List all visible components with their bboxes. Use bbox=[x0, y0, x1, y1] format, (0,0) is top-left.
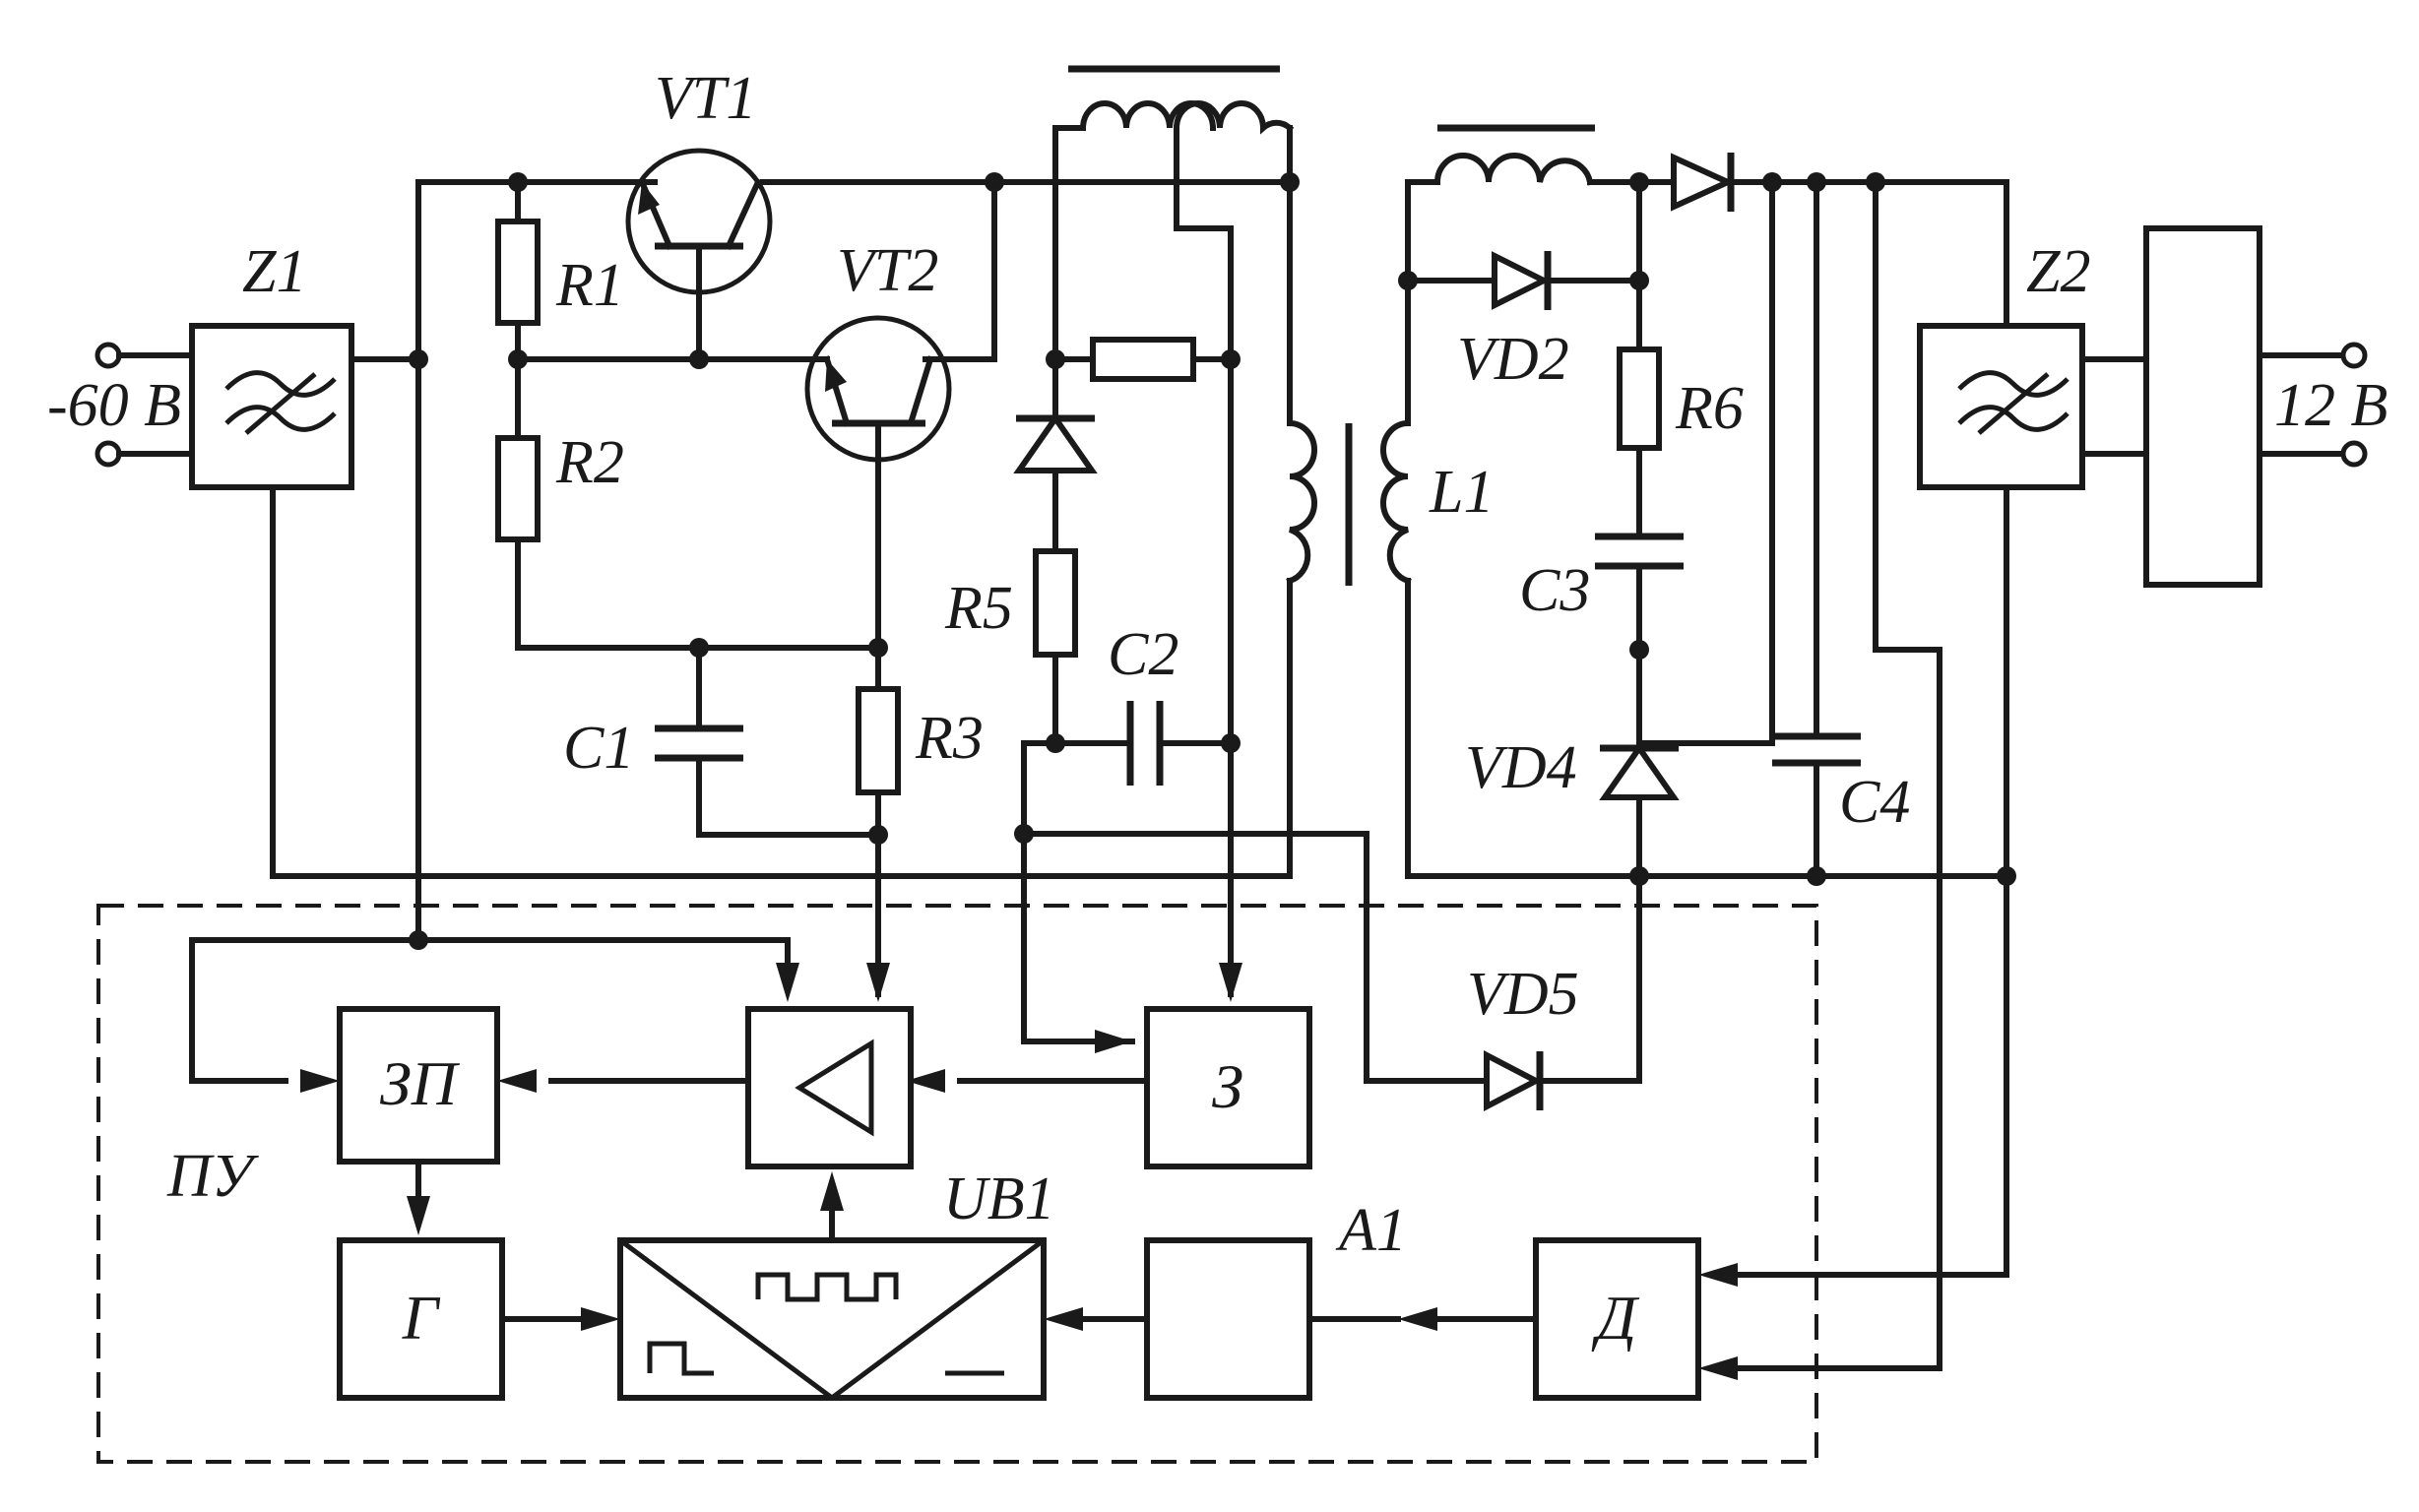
secondary-wiring bbox=[1405, 179, 2009, 1371]
block-g bbox=[337, 1237, 505, 1401]
z1-label: Z1 bbox=[242, 238, 306, 305]
capacitor-c2 bbox=[1126, 701, 1164, 786]
c3-label: C3 bbox=[1519, 557, 1590, 624]
block-g-label: Г bbox=[402, 1283, 441, 1353]
resistor-r5 bbox=[1033, 548, 1078, 658]
block-ub1 bbox=[617, 1237, 1047, 1401]
c1-label: C1 bbox=[563, 715, 634, 782]
pu-label: ПУ bbox=[166, 1143, 260, 1210]
diode-vd5 bbox=[1484, 1050, 1544, 1111]
capacitor-c3 bbox=[1595, 533, 1684, 570]
block-z-label: З bbox=[1212, 1051, 1243, 1121]
block-zp bbox=[337, 1006, 500, 1165]
output-voltage-label: 12 В bbox=[2274, 372, 2387, 439]
capacitor-c4 bbox=[1772, 732, 1861, 767]
transistor-vt1 bbox=[625, 148, 773, 295]
arrowheads bbox=[300, 963, 1738, 1380]
vt1-label: VT1 bbox=[655, 65, 756, 132]
input-terminals bbox=[95, 342, 195, 468]
block-zp-label: ЗП bbox=[380, 1048, 461, 1118]
filter-z1 bbox=[189, 323, 354, 490]
ub1-label: UB1 bbox=[943, 1166, 1055, 1232]
a1-label: A1 bbox=[1335, 1197, 1407, 1264]
output-block bbox=[2143, 225, 2368, 588]
resistor-r1 bbox=[495, 219, 541, 326]
vd5-label: VD5 bbox=[1467, 961, 1579, 1028]
r1-label: R1 bbox=[555, 252, 624, 319]
block-z bbox=[1144, 1006, 1312, 1169]
vt2-label: VT2 bbox=[837, 237, 938, 304]
block-a1 bbox=[1144, 1237, 1401, 1401]
resistor-r3 bbox=[856, 686, 901, 795]
transformer-t1 bbox=[1068, 65, 1412, 586]
capacitor-c1 bbox=[655, 724, 743, 762]
diode-output bbox=[1671, 153, 1736, 212]
z2-label: Z2 bbox=[2026, 238, 2090, 305]
r5-label: R5 bbox=[944, 575, 1013, 642]
diode-vd2 bbox=[1492, 251, 1552, 310]
resistor-r2 bbox=[495, 435, 541, 542]
c2-label: C2 bbox=[1108, 621, 1178, 688]
primary-wiring bbox=[270, 125, 1490, 1084]
r6-label: R6 bbox=[1675, 375, 1744, 442]
block-d-label: Д bbox=[1592, 1283, 1640, 1353]
block-amplifier bbox=[745, 1006, 914, 1169]
filter-z2 bbox=[1917, 323, 2149, 490]
c4-label: C4 bbox=[1839, 769, 1910, 836]
block-d bbox=[1533, 1237, 1701, 1401]
diode-primary bbox=[1013, 356, 1098, 473]
l1-label: L1 bbox=[1429, 459, 1494, 526]
junction-dots-secondary bbox=[1398, 172, 2016, 886]
r2-label: R2 bbox=[555, 429, 624, 496]
input-voltage-label: -60 В bbox=[47, 372, 181, 439]
junction-dots-primary bbox=[409, 172, 1300, 950]
resistor-r4 bbox=[1090, 337, 1196, 382]
diode-vd4 bbox=[1599, 742, 1680, 800]
resistor-r6 bbox=[1617, 346, 1662, 451]
transistor-vt2 bbox=[804, 315, 952, 463]
vd2-label: VD2 bbox=[1457, 326, 1569, 393]
vd4-label: VD4 bbox=[1465, 734, 1577, 801]
control-unit-border bbox=[96, 904, 1818, 1464]
r3-label: R3 bbox=[915, 705, 984, 772]
secondary-inductor bbox=[1433, 124, 1595, 186]
